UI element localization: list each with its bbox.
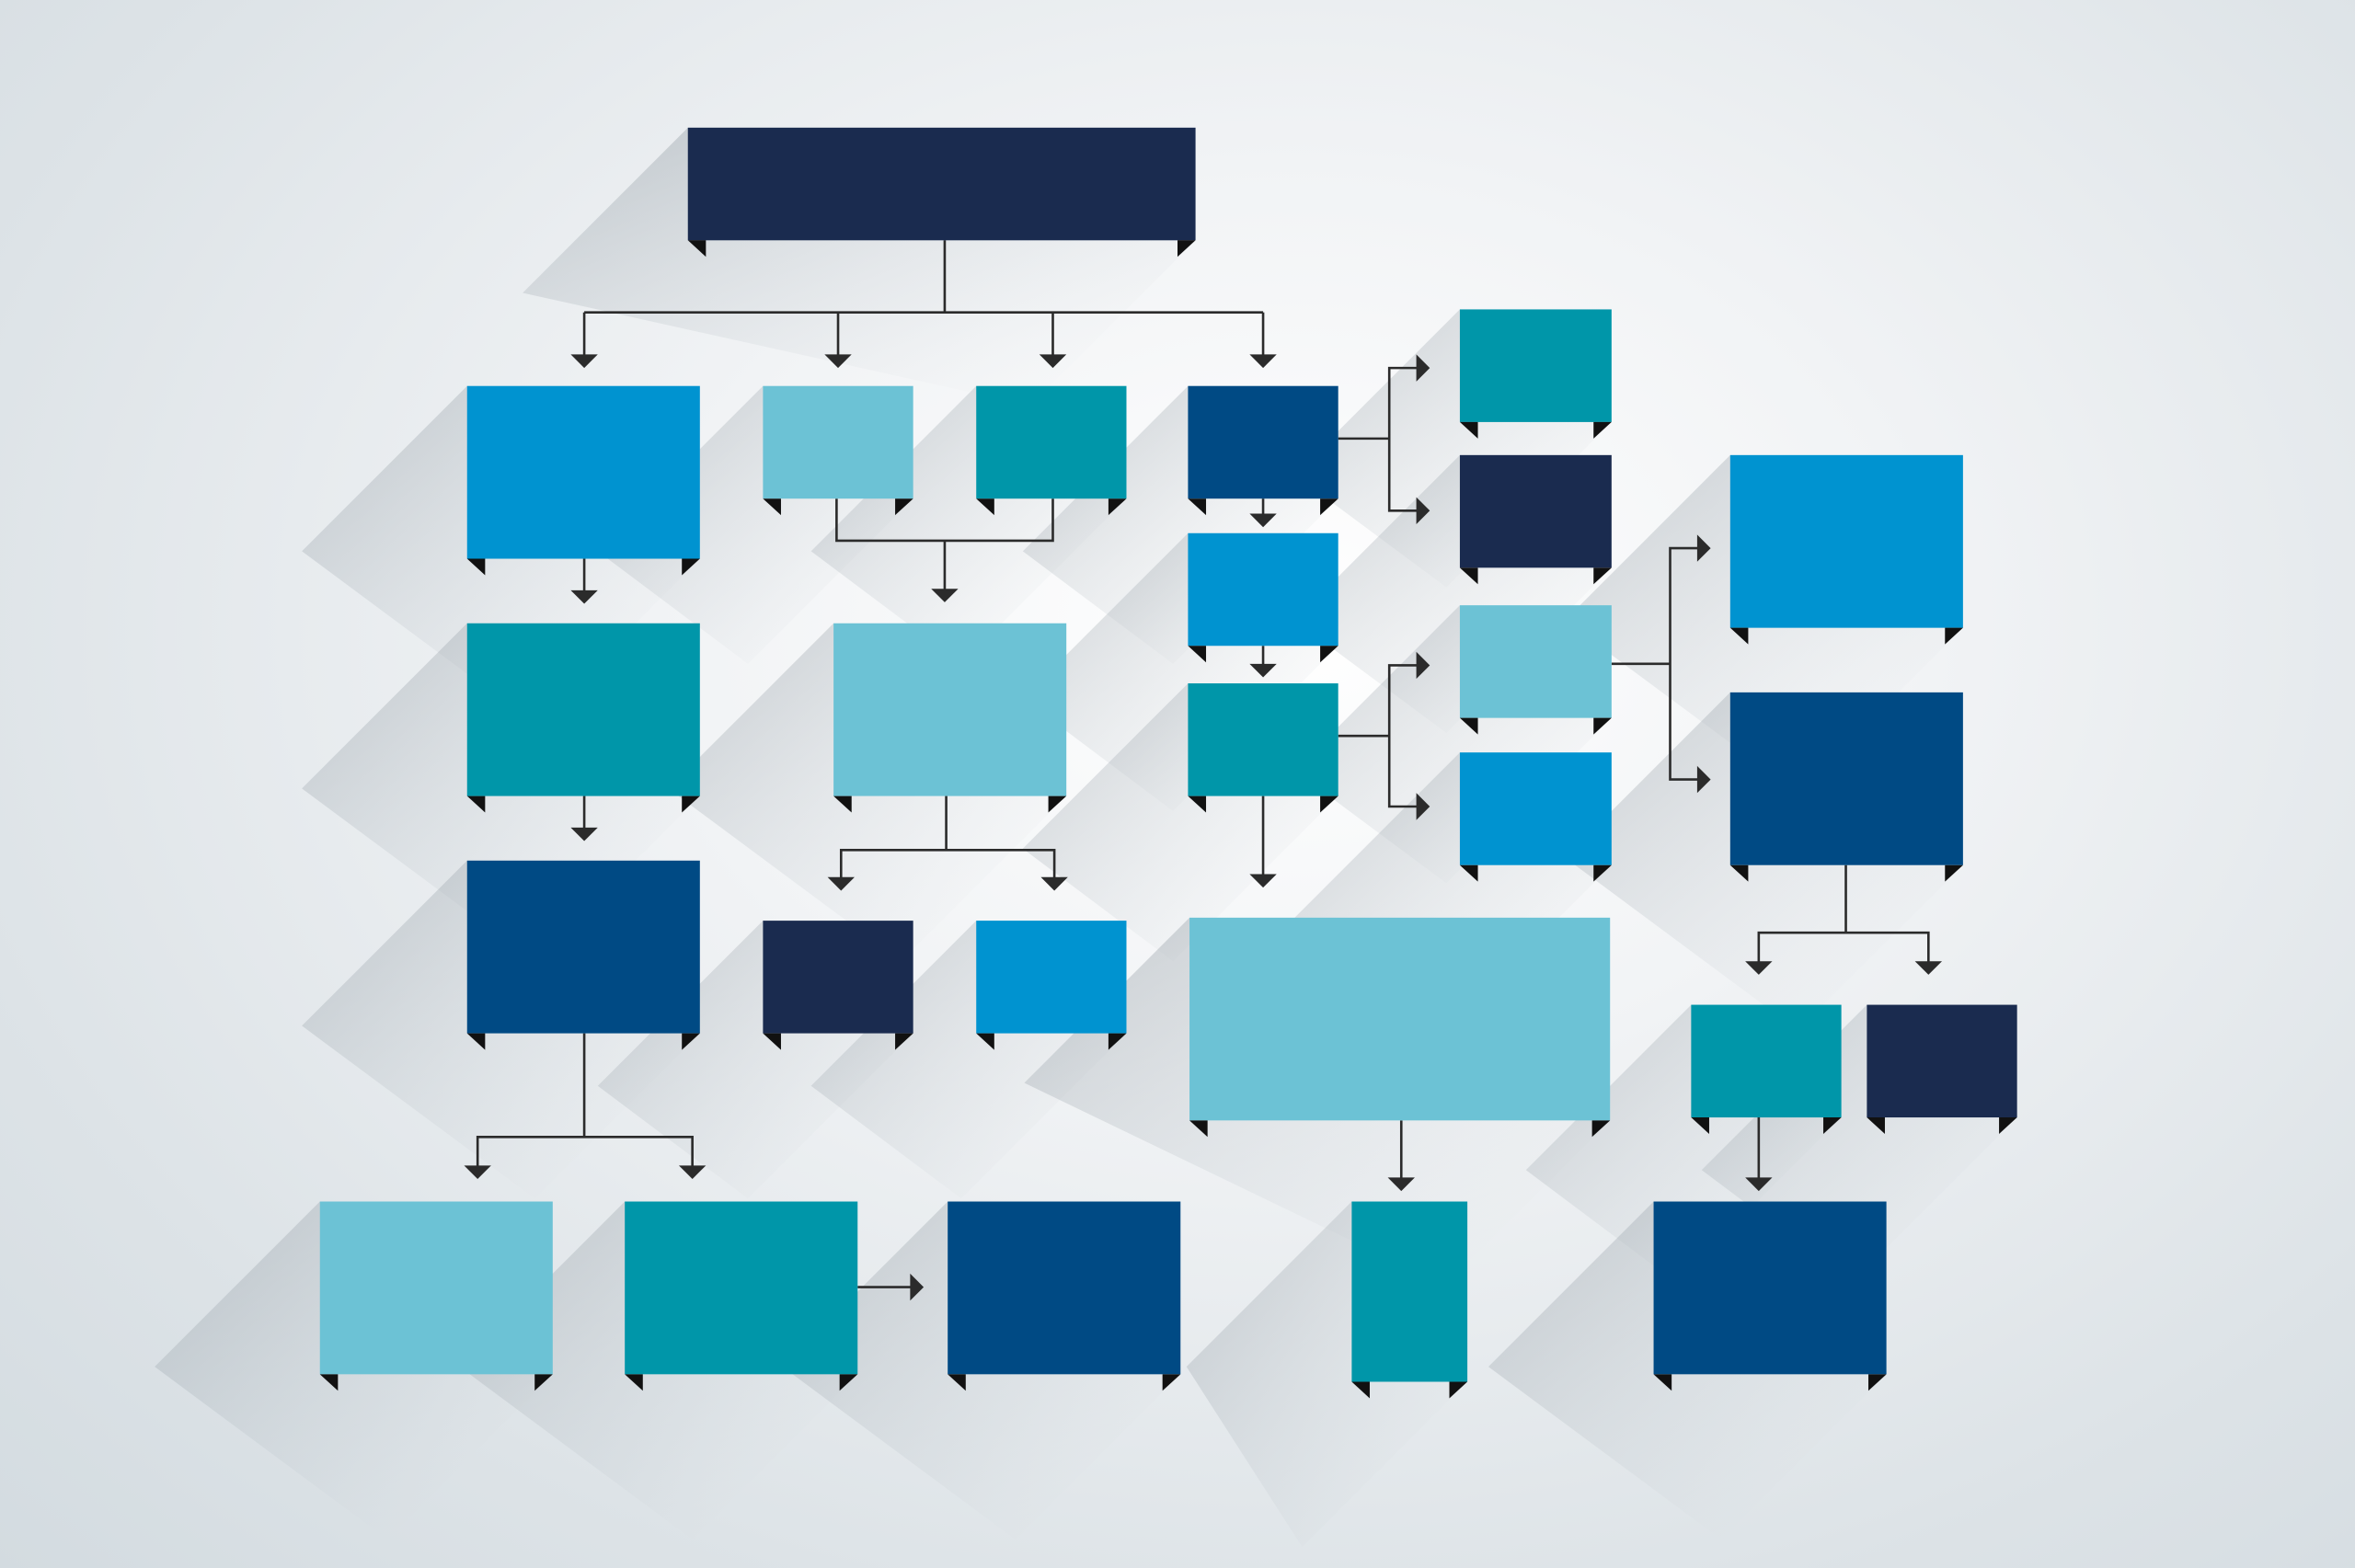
arrow-down-icon: [827, 876, 855, 891]
fold-corner-left: [466, 1033, 486, 1050]
flowchart-node-n15: [833, 623, 1067, 796]
arrow-down-icon: [1387, 1177, 1415, 1192]
arrow-down-icon: [570, 827, 598, 841]
flowchart-node-n2: [466, 385, 700, 559]
arrow-down-icon: [570, 589, 598, 604]
flowchart-node-n13: [1729, 692, 1963, 865]
arrow-down-icon: [824, 354, 852, 369]
arrow-right-icon: [1416, 651, 1430, 680]
fold-corner-right: [1593, 421, 1612, 439]
flowchart-node-n26: [1653, 1201, 1887, 1375]
arrow-right-icon: [1696, 534, 1711, 562]
flowchart-node-n14: [466, 623, 700, 796]
arrow-down-icon: [464, 1165, 491, 1180]
flowchart-node-n17: [763, 921, 913, 1034]
flowchart-node-n4: [976, 385, 1127, 499]
flowchart-node-n18: [976, 921, 1127, 1034]
fold-corner-right: [1945, 864, 1963, 882]
fold-corner-right: [895, 498, 913, 516]
connector-line: [476, 1135, 694, 1171]
arrow-down-icon: [570, 354, 598, 369]
fold-corner-left: [466, 795, 486, 813]
fold-corner-right: [1593, 864, 1612, 882]
flowchart-node-n6: [1459, 309, 1612, 422]
fold-corner-left: [763, 498, 781, 516]
arrow-down-icon: [1249, 354, 1277, 369]
arrow-down-icon: [1039, 354, 1067, 369]
node-layer: [319, 127, 2017, 1399]
flowchart-node-n12: [1729, 454, 1963, 628]
fold-corner-right: [1593, 567, 1612, 585]
fold-corner-right: [1823, 1117, 1842, 1135]
fold-corner-left: [1729, 627, 1749, 645]
flowchart-node-n21: [1867, 1004, 2017, 1118]
flowchart-node-n8: [1188, 532, 1338, 647]
connector-line: [1669, 546, 1702, 781]
arrow-down-icon: [1745, 1177, 1773, 1192]
arrow-right-icon: [910, 1273, 925, 1301]
fold-corner-right: [1320, 498, 1338, 516]
fold-corner-right: [895, 1033, 913, 1050]
fold-corner-left: [687, 240, 706, 258]
connector-line: [839, 849, 1056, 884]
fold-corner-right: [1999, 1117, 2017, 1135]
arrow-right-icon: [1696, 765, 1711, 794]
fold-corner-right: [1591, 1120, 1611, 1138]
flowchart-node-n23: [625, 1201, 858, 1375]
connector-line: [1757, 931, 1930, 967]
arrow-down-icon: [1745, 961, 1773, 975]
fold-corner-left: [1867, 1117, 1885, 1135]
connector-layer: [464, 240, 1943, 1301]
fold-corner-left: [1691, 1117, 1709, 1135]
arrow-down-icon: [1914, 961, 1943, 975]
fold-corner-right: [1108, 498, 1127, 516]
fold-corner-left: [1729, 864, 1749, 882]
arrow-right-icon: [1416, 793, 1430, 820]
arrow-down-icon: [1249, 874, 1277, 888]
fold-corner-left: [466, 558, 486, 576]
fold-corner-left: [1189, 1120, 1208, 1138]
fold-corner-right: [1449, 1381, 1468, 1399]
arrow-down-icon: [678, 1165, 706, 1180]
flowchart-node-n9: [1459, 605, 1612, 718]
fold-corner-left: [976, 1033, 994, 1050]
arrow-right-icon: [1416, 497, 1430, 524]
fold-corner-right: [1320, 795, 1338, 813]
arrow-down-icon: [931, 589, 959, 602]
fold-corner-left: [833, 795, 852, 813]
flowchart-node-n22: [319, 1201, 553, 1375]
flowchart-node-n16: [466, 860, 700, 1034]
flowchart-node-n3: [763, 385, 913, 499]
connector-line: [1387, 664, 1419, 808]
flowchart-node-n24: [948, 1201, 1181, 1375]
fold-corner-right: [1178, 240, 1196, 258]
flowchart-node-n1: [687, 127, 1196, 241]
fold-corner-left: [1188, 795, 1207, 813]
fold-corner-left: [976, 498, 994, 516]
fold-corner-right: [1945, 627, 1963, 645]
flowchart-node-n11: [1459, 752, 1612, 865]
flowchart-node-n19: [1189, 917, 1611, 1121]
arrow-down-icon: [1249, 513, 1277, 528]
arrow-right-icon: [1416, 354, 1430, 382]
flowchart-node-n20: [1691, 1004, 1842, 1118]
flowchart-node-n5: [1188, 385, 1338, 499]
arrow-down-icon: [1249, 663, 1277, 678]
connector-line: [1387, 366, 1419, 512]
flowchart-node-n10: [1188, 683, 1338, 796]
fold-corner-left: [763, 1033, 781, 1050]
fold-corner-left: [1188, 498, 1207, 516]
fold-corner-right: [1108, 1033, 1127, 1050]
flowchart-node-n25: [1351, 1201, 1468, 1382]
flowchart-node-n7: [1459, 454, 1612, 568]
arrow-down-icon: [1040, 876, 1068, 891]
